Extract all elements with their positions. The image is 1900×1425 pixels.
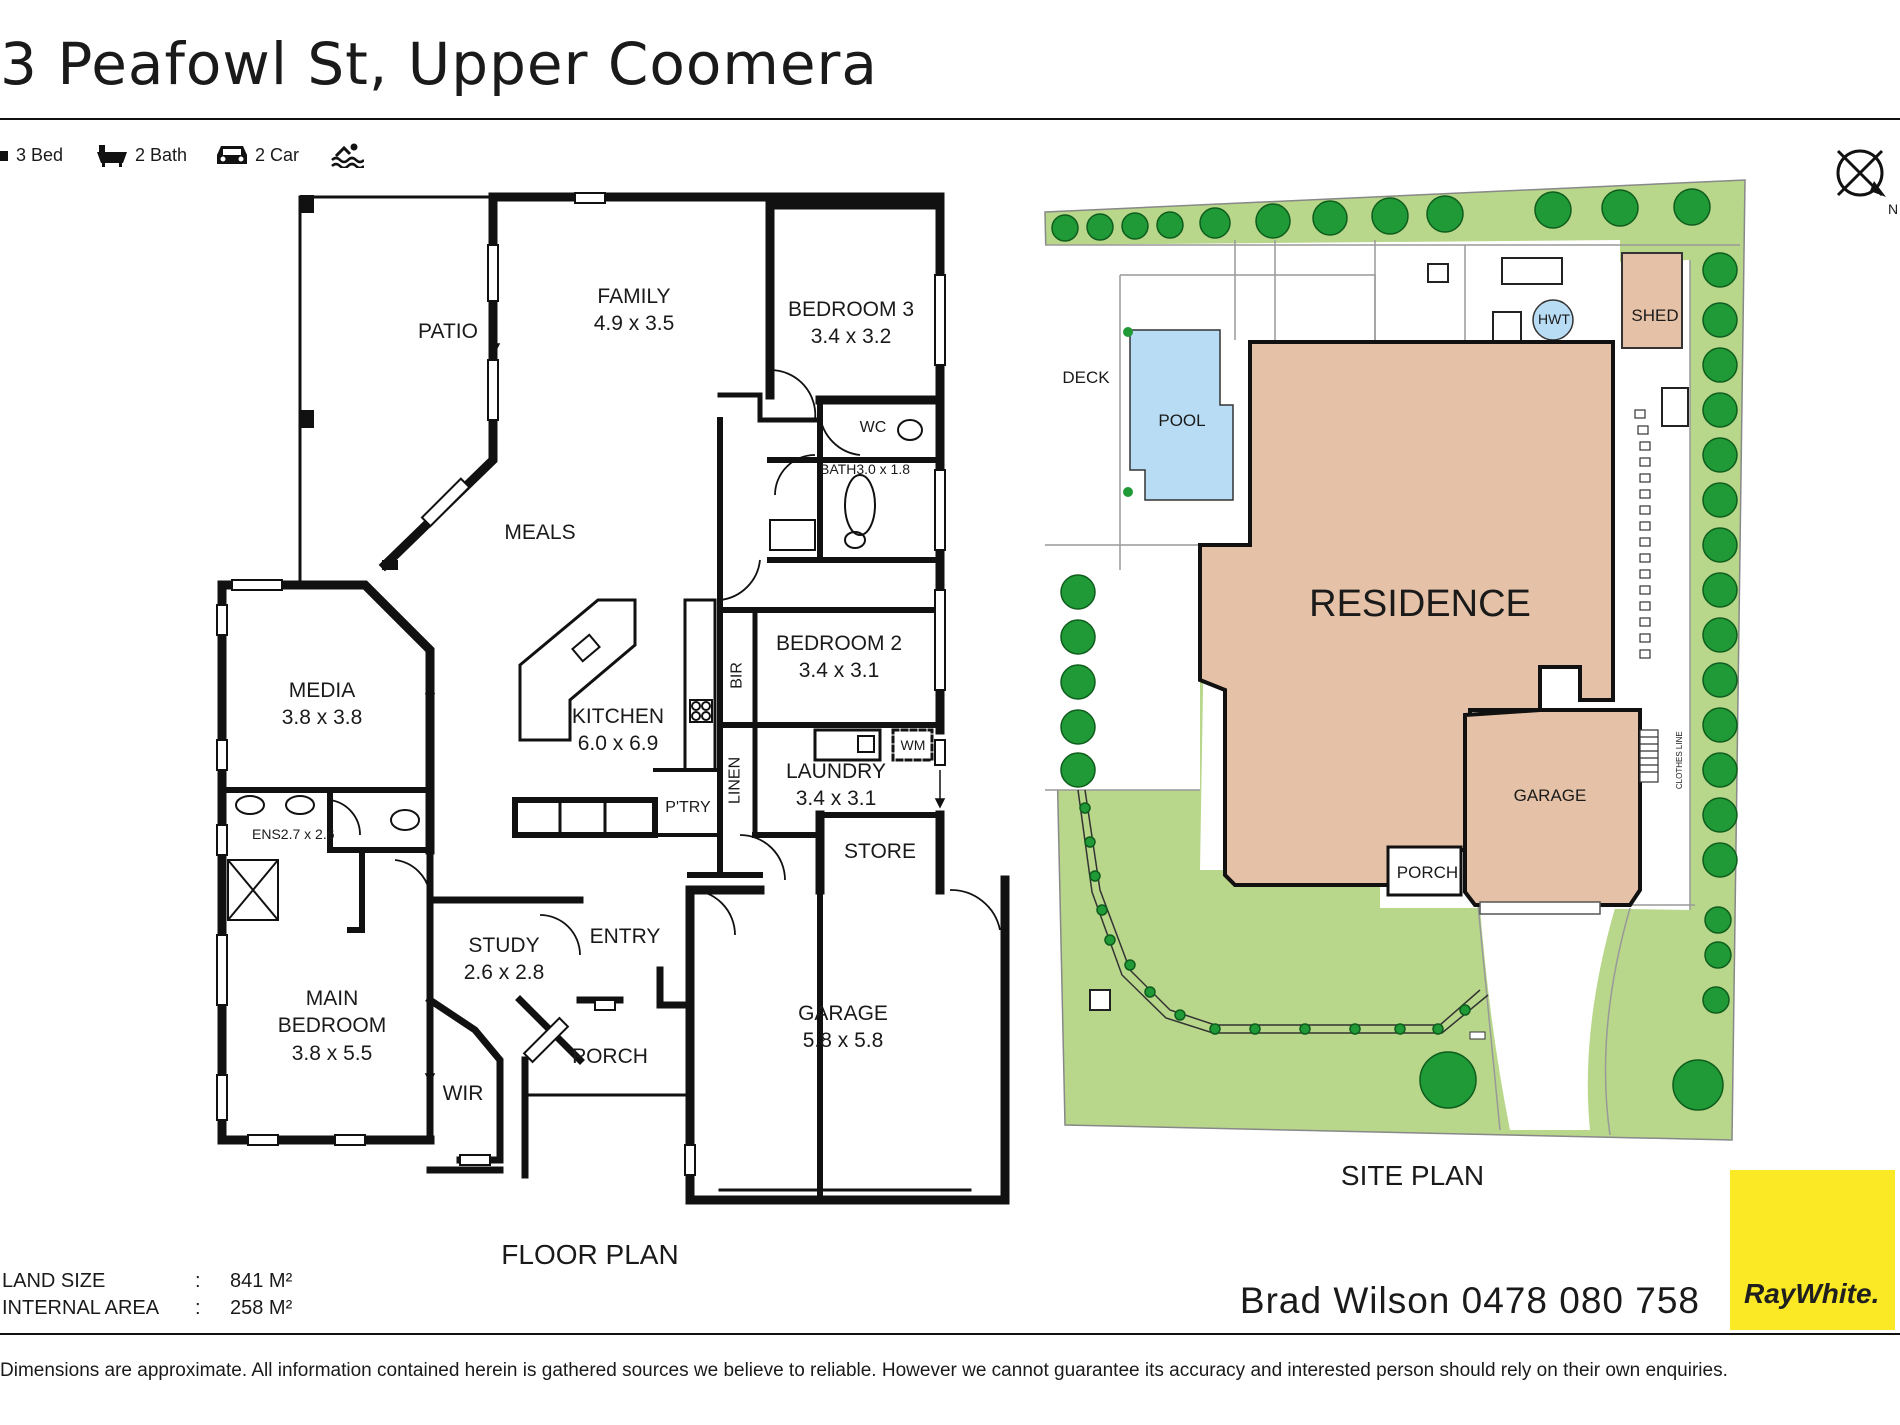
compass-label: N <box>1888 201 1899 217</box>
site-porch: PORCH <box>1396 863 1459 882</box>
room-patio: PATIO <box>418 320 478 343</box>
room-ensuite: ENS2.7 x 2.6 <box>252 826 335 842</box>
agent-contact: Brad Wilson 0478 080 758 <box>1239 1280 1700 1321</box>
feature-bed-label: 3 Bed <box>16 144 64 165</box>
bed-icon <box>0 151 8 161</box>
feature-car-label: 2 Car <box>255 144 300 165</box>
floor-plan-caption: FLOOR PLAN <box>501 1239 679 1270</box>
site-plan <box>1044 179 1746 1141</box>
compass-icon <box>1836 149 1886 197</box>
site-deck: DECK <box>1062 368 1110 387</box>
room-linen: LINEN <box>726 756 744 804</box>
feature-bath-label: 2 Bath <box>135 144 188 165</box>
room-wir: WIR <box>442 1082 484 1105</box>
stat-internal-area: INTERNAL AREA : 258 M² <box>0 1297 320 1324</box>
stat-label: LAND SIZE <box>2 1270 106 1292</box>
room-entry: ENTRY <box>589 925 661 948</box>
room-bath: BATH3.0 x 1.8 <box>820 461 911 477</box>
room-store: STORE <box>844 840 916 863</box>
page-title: 3 Peafowl St, Upper Coomera <box>0 30 878 98</box>
site-residence: RESIDENCE <box>1309 583 1531 625</box>
header-divider <box>0 118 1900 120</box>
stat-value: 258 M² <box>230 1297 293 1319</box>
feature-bath: 2 Bath <box>95 140 187 170</box>
room-wm: WM <box>900 737 926 753</box>
property-stats: LAND SIZE : 841 M² INTERNAL AREA : 258 M… <box>0 1270 320 1324</box>
room-pantry: P'TRY <box>665 799 711 816</box>
room-wc: WC <box>859 419 887 436</box>
logo-text: RayWhite. <box>1744 1278 1880 1309</box>
bath-icon <box>97 145 127 167</box>
site-garage: GARAGE <box>1513 786 1587 805</box>
footer-divider <box>0 1333 1900 1335</box>
room-bir: BIR <box>728 662 746 689</box>
site-pool: POOL <box>1158 411 1206 430</box>
stat-label: INTERNAL AREA <box>2 1297 160 1319</box>
car-icon <box>217 146 247 164</box>
feature-car: 2 Car <box>215 140 299 170</box>
site-hwt: HWT <box>1538 311 1570 327</box>
stat-value: 841 M² <box>230 1270 293 1292</box>
floor-plan <box>216 192 1010 1205</box>
site-shed: SHED <box>1631 306 1679 325</box>
site-plan-caption: SITE PLAN <box>1340 1160 1485 1191</box>
site-clothes-line: CLOTHES LINE <box>1674 731 1684 790</box>
raywhite-logo: RayWhite. <box>1730 1170 1895 1330</box>
feature-pool <box>330 140 370 170</box>
feature-bed: 3 Bed <box>0 140 63 170</box>
stat-separator: : <box>195 1297 201 1319</box>
pool-icon <box>331 143 364 168</box>
disclaimer: Dimensions are approximate. All informat… <box>0 1360 1728 1381</box>
room-porch: PORCH <box>572 1045 648 1068</box>
stat-separator: : <box>195 1270 201 1292</box>
room-meals: MEALS <box>504 521 576 544</box>
stat-land-size: LAND SIZE : 841 M² <box>0 1270 320 1297</box>
